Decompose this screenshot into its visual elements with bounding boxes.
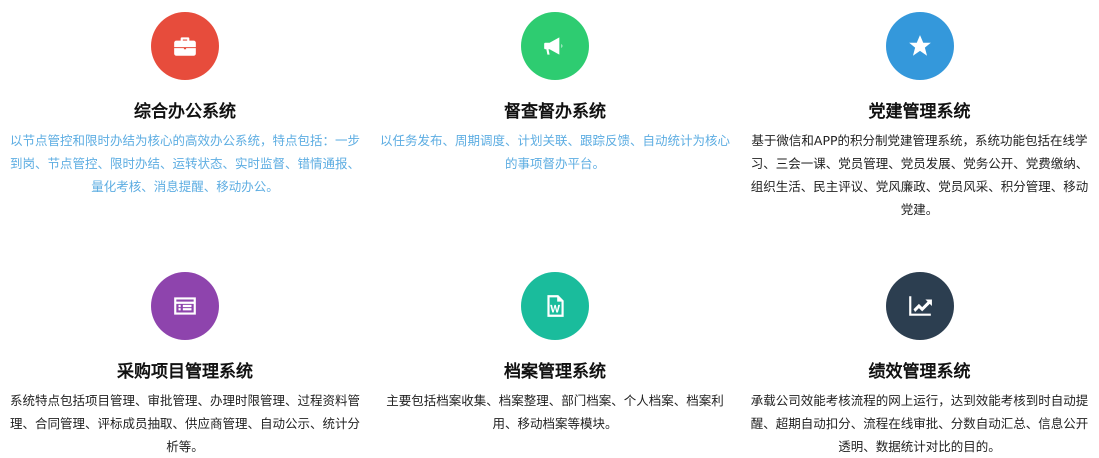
card-description: 主要包括档案收集、档案整理、部门档案、个人档案、档案利用、移动档案等模块。 [386,393,724,431]
card-title: 档案管理系统 [504,362,606,382]
card-description: 系统特点包括项目管理、审批管理、办理时限管理、过程资料管理、合同管理、评标成员抽… [10,393,361,454]
card-title: 绩效管理系统 [868,362,971,382]
card-description: 以节点管控和限时办结为核心的高效办公系统，特点包括：一步到岗、节点管控、限时办结… [10,133,361,194]
card-description: 以任务发布、周期调度、计划关联、跟踪反馈、自动统计为核心的事项督办平台。 [380,133,731,171]
card-description: 基于微信和APP的积分制党建管理系统，系统功能包括在线学习、三会一课、党员管理、… [750,133,1089,217]
card-procurement[interactable]: 采购项目管理系统 系统特点包括项目管理、审批管理、办理时限管理、过程资料管理、合… [0,260,370,454]
list-icon [151,272,219,340]
card-party[interactable]: 党建管理系统 基于微信和APP的积分制党建管理系统，系统功能包括在线学习、三会一… [740,0,1099,260]
megaphone-icon [521,12,589,80]
card-archive[interactable]: 档案管理系统 主要包括档案收集、档案整理、部门档案、个人档案、档案利用、移动档案… [370,260,740,453]
word-file-icon [521,272,589,340]
briefcase-icon [151,12,219,80]
card-title: 党建管理系统 [868,102,971,122]
card-title: 综合办公系统 [134,102,236,122]
card-performance[interactable]: 绩效管理系统 承载公司效能考核流程的网上运行，达到效能考核到时自动提醒、超期自动… [740,260,1099,454]
card-description: 承载公司效能考核流程的网上运行，达到效能考核到时自动提醒、超期自动扣分、流程在线… [750,393,1089,454]
card-office[interactable]: 综合办公系统 以节点管控和限时办结为核心的高效办公系统，特点包括：一步到岗、节点… [0,0,370,260]
line-chart-icon [885,272,954,340]
card-supervision[interactable]: 督查督办系统 以任务发布、周期调度、计划关联、跟踪反馈、自动统计为核心的事项督办… [370,0,740,260]
card-title: 采购项目管理系统 [117,362,253,382]
star-icon [885,12,954,80]
card-title: 督查督办系统 [504,102,606,122]
